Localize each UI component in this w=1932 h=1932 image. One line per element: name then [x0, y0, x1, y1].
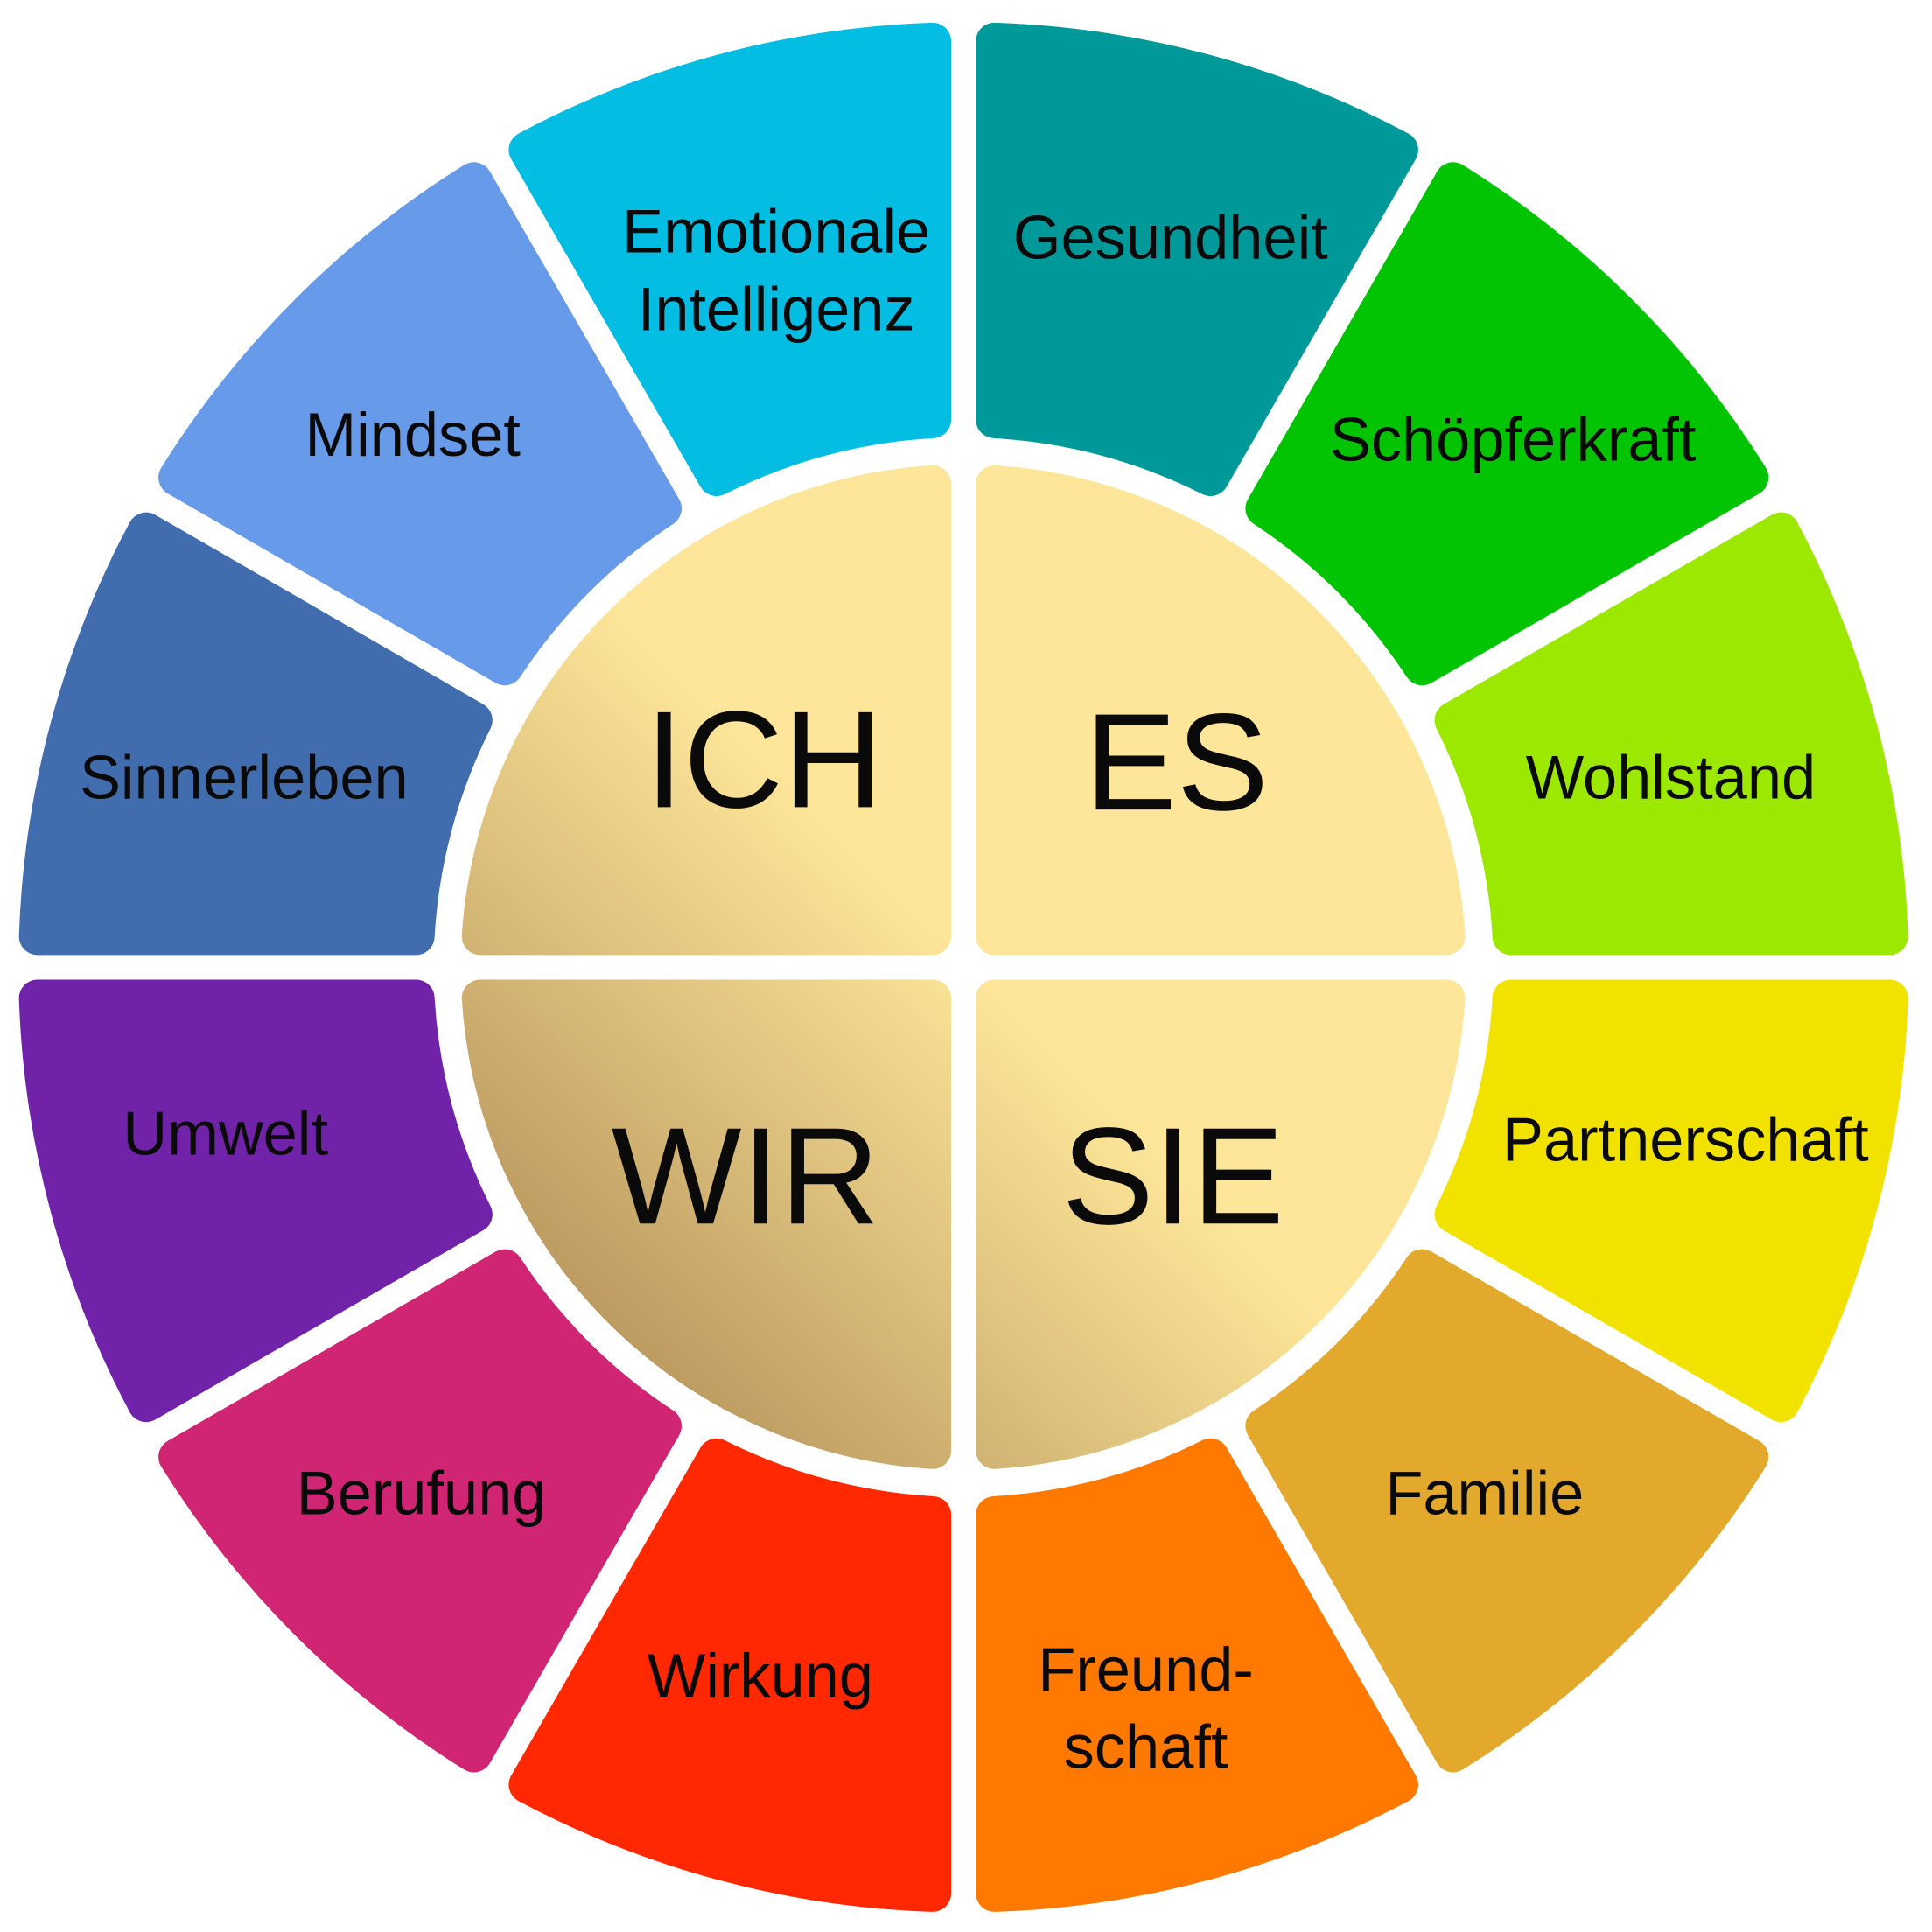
segment-wirkung	[508, 1438, 952, 1912]
outer-ring	[18, 22, 1908, 1912]
quadrant-shape-sie	[976, 979, 1466, 1469]
segment-sinnerleben	[18, 512, 493, 956]
label-wirkung: Wirkung	[648, 1641, 873, 1710]
quadrant-labels: ICH ES WIR SIE	[612, 682, 1284, 1253]
label-emotionale-1: Emotionale	[622, 197, 930, 266]
segment-berufung	[158, 1249, 682, 1773]
label-berufung: Berufung	[297, 1459, 547, 1528]
quadrant-sie: SIE	[1061, 1099, 1284, 1253]
label-familie: Familie	[1385, 1459, 1584, 1528]
segment-familie	[1245, 1249, 1769, 1773]
segment-gesundheit	[976, 22, 1418, 497]
segment-freundschaft	[976, 1438, 1418, 1912]
segment-umwelt	[18, 979, 493, 1423]
quadrant-shape-wir	[461, 979, 952, 1469]
label-wohlstand: Wohlstand	[1526, 742, 1816, 811]
segment-partnerschaft	[1434, 979, 1908, 1423]
segment-emotionaleintelligenz	[508, 22, 952, 497]
segment-wohlstand	[1434, 512, 1908, 956]
label-sinnerleben: Sinnerleben	[80, 742, 409, 811]
segment-schöpferkraft	[1245, 162, 1769, 686]
label-umwelt: Umwelt	[122, 1098, 328, 1167]
quadrant-es: ES	[1085, 685, 1269, 839]
label-freundschaft-1: Freund-	[1038, 1634, 1253, 1704]
label-gesundheit: Gesundheit	[1013, 203, 1328, 272]
label-mindset: Mindset	[304, 400, 521, 469]
quadrant-wir: WIR	[612, 1099, 880, 1253]
label-freundschaft-2: schaft	[1064, 1712, 1228, 1782]
quadrant-shape-es	[976, 466, 1466, 956]
label-partnerschaft: Partnerschaft	[1502, 1104, 1869, 1173]
segment-mindset	[158, 162, 682, 686]
label-emotionale-2: Intelligenz	[638, 274, 915, 343]
inner-circle	[461, 466, 1466, 1469]
quadrant-ich: ICH	[645, 682, 883, 836]
label-schoepferkraft: Schöpferkraft	[1330, 405, 1697, 474]
quadrant-shape-ich	[461, 466, 952, 956]
segment-labels: Gesundheit Schöpferkraft Wohlstand Partn…	[80, 197, 1869, 1782]
